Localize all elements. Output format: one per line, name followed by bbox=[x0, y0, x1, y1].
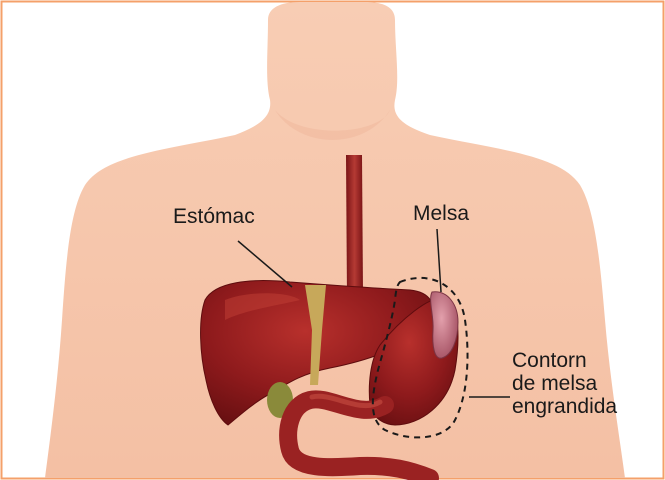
outline-label-line-3: engrandida bbox=[512, 395, 617, 418]
esophagus bbox=[346, 155, 363, 298]
outline-label-line-2: de melsa bbox=[512, 372, 617, 395]
stomach-label: Estómac bbox=[173, 205, 255, 228]
outline-label-line-1: Contorn bbox=[512, 349, 617, 372]
spleen-label: Melsa bbox=[413, 202, 469, 225]
enlarged-spleen-outline-label: Contorn de melsa engrandida bbox=[512, 349, 617, 418]
